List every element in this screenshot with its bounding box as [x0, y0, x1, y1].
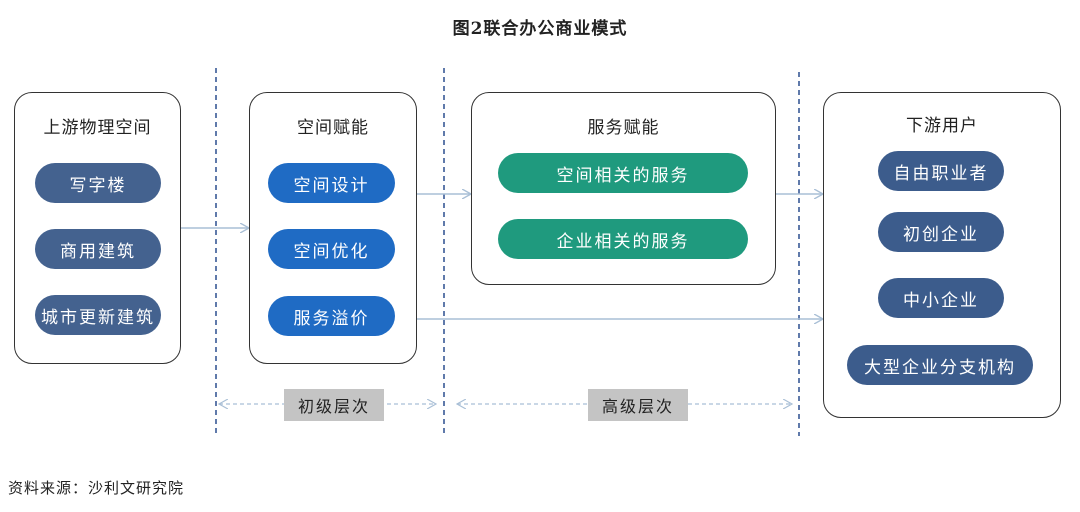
- commercial-building-pill: 商用建筑: [35, 229, 161, 269]
- urban-renewal-building-pill: 城市更新建筑: [35, 295, 161, 335]
- freelancer-pill: 自由职业者: [878, 151, 1004, 191]
- space-optimization-pill: 空间优化: [268, 229, 395, 269]
- downstream-users-title: 下游用户: [906, 116, 978, 136]
- space-related-service-pill: 空间相关的服务: [498, 153, 748, 193]
- service-premium-pill: 服务溢价: [268, 296, 395, 336]
- page-title: 图2联合办公商业模式: [452, 19, 628, 39]
- space-empowerment-title: 空间赋能: [297, 118, 369, 138]
- enterprise-related-service-pill: 企业相关的服务: [498, 219, 748, 259]
- sme-pill: 中小企业: [878, 278, 1004, 318]
- advanced-level-tag: 高级层次: [588, 389, 688, 421]
- space-design-pill: 空间设计: [268, 163, 395, 203]
- source-note: 资料来源：沙利文研究院: [8, 479, 185, 497]
- upstream-space-title: 上游物理空间: [43, 118, 152, 138]
- large-enterprise-branch-pill: 大型企业分支机构: [847, 345, 1033, 385]
- primary-level-tag: 初级层次: [284, 389, 384, 421]
- startup-pill: 初创企业: [878, 212, 1004, 252]
- office-building-pill: 写字楼: [35, 163, 161, 203]
- service-empowerment-title: 服务赋能: [587, 118, 660, 138]
